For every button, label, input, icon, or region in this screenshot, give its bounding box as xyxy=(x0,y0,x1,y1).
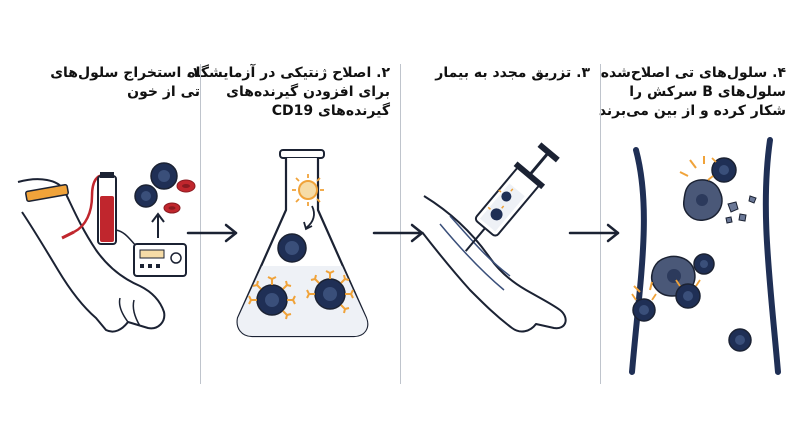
step-2-illustration xyxy=(236,149,369,338)
attack-burst xyxy=(633,281,653,293)
cell-debris xyxy=(725,195,757,224)
car-t-cell-icon xyxy=(248,276,296,320)
step-3-illustration xyxy=(421,142,567,333)
divider-2 xyxy=(400,64,401,384)
red-blood-cell-icon xyxy=(163,202,181,214)
car-t-cell-icon xyxy=(693,253,715,275)
t-cell-icon xyxy=(150,162,178,190)
divider-1 xyxy=(200,64,201,384)
t-cell-icon xyxy=(134,184,158,208)
arrow-right-icon xyxy=(186,223,238,243)
car-t-cell-icon xyxy=(306,270,354,314)
syringe-icon xyxy=(464,142,560,252)
step-2-title: ۲. اصلاح ژنتیکی در آزمایشگاه برای افزودن… xyxy=(187,65,390,119)
step-4-title: ۴. سلول‌های تی اصلاح‌شده سلول‌های B سرکش… xyxy=(598,65,786,119)
t-cell-icon xyxy=(728,328,752,352)
divider-3 xyxy=(600,64,601,384)
attack-burst xyxy=(679,156,705,177)
car-t-cell-icon xyxy=(631,293,657,322)
apheresis-machine xyxy=(133,243,187,277)
step-1-illustration xyxy=(17,162,196,333)
tourniquet xyxy=(25,183,69,203)
step-3-title: ۳. تزریق مجدد به بیمار xyxy=(435,65,590,81)
step-4-illustration xyxy=(629,137,781,375)
arm-outline xyxy=(17,178,166,333)
t-cell-icon xyxy=(277,233,307,263)
blood-vessel-icon xyxy=(629,137,781,375)
virus-vector-icon xyxy=(292,174,324,206)
red-blood-cell-icon xyxy=(176,179,196,193)
b-cell-icon xyxy=(683,179,723,221)
car-t-cell-icon xyxy=(707,157,737,183)
arrow-right-icon xyxy=(568,223,620,243)
car-t-cell-icon xyxy=(675,279,701,309)
blood-bag-icon xyxy=(97,172,117,245)
step-1-title: ۱. استخراج سلول‌های تی از خون xyxy=(50,65,200,100)
